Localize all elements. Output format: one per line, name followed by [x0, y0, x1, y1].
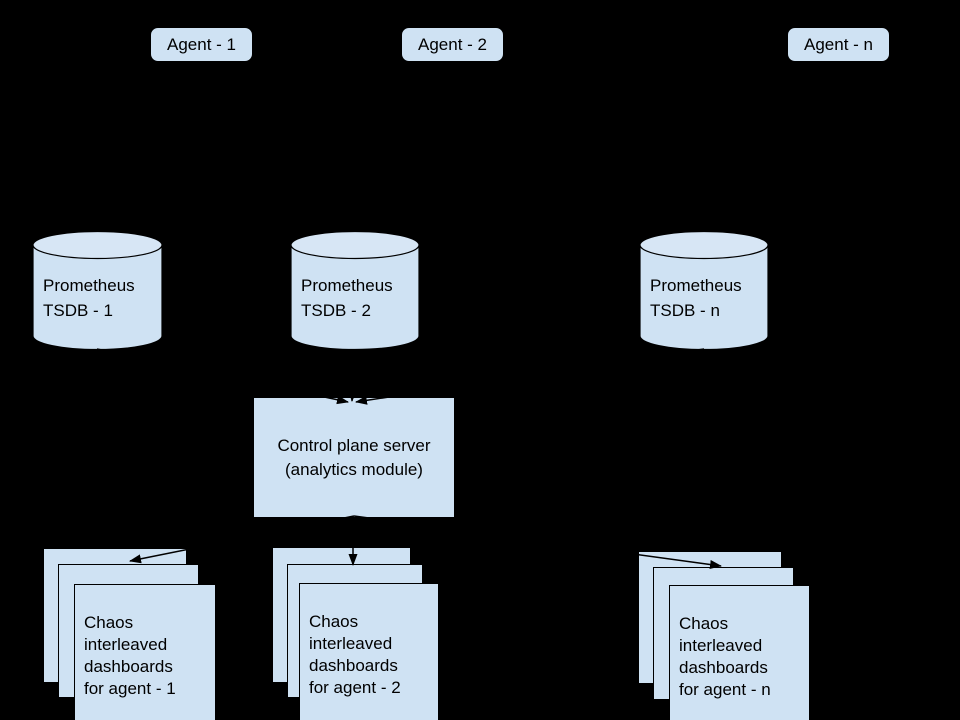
tsdb-2-label-line2: TSDB - 2	[301, 301, 371, 320]
agent-n-node: Agent - n	[787, 27, 890, 62]
dashboard-2-line3: dashboards	[309, 656, 398, 675]
dashboard-stack-n-label: Chaos interleaved dashboards for agent -…	[670, 586, 809, 701]
control-plane-node: Control plane server (analytics module)	[254, 398, 454, 517]
tsdb-1-label-line2: TSDB - 1	[43, 301, 113, 320]
tsdb-2-label-line1: Prometheus	[301, 276, 393, 295]
dashboard-2-line4: for agent - 2	[309, 678, 401, 697]
agent-n-label: Agent - n	[804, 34, 873, 54]
tsdb-n-label: Prometheus TSDB - n	[650, 273, 770, 323]
agent-2-node: Agent - 2	[401, 27, 504, 62]
dashboard-1-line1: Chaos	[84, 613, 134, 632]
dashboard-n-line3: dashboards	[679, 658, 768, 677]
dashboard-1-line4: for agent - 1	[84, 679, 176, 698]
tsdb-1-label-line1: Prometheus	[43, 276, 135, 295]
control-plane-label-line2: (analytics module)	[285, 459, 423, 479]
tsdb-n-label-line1: Prometheus	[650, 276, 742, 295]
tsdb-2-cylinder	[290, 230, 420, 351]
dashboard-1-line2: interleaved	[84, 635, 168, 654]
tsdb-1-cylinder	[32, 230, 163, 351]
dashboard-stack-1-label: Chaos interleaved dashboards for agent -…	[75, 585, 215, 700]
tsdb-n-cylinder	[639, 230, 769, 351]
dashboard-1-line3: dashboards	[84, 657, 173, 676]
agent-1-label: Agent - 1	[167, 34, 236, 54]
dashboard-n-line1: Chaos	[679, 614, 729, 633]
dashboard-2-line1: Chaos	[309, 612, 359, 631]
control-plane-label-line1: Control plane server	[277, 435, 431, 455]
tsdb-1-label: Prometheus TSDB - 1	[43, 273, 163, 323]
tsdb-n-label-line2: TSDB - n	[650, 301, 720, 320]
agent-2-label: Agent - 2	[418, 34, 487, 54]
tsdb-2-label: Prometheus TSDB - 2	[301, 273, 421, 323]
dashboard-2-line2: interleaved	[309, 634, 393, 653]
dashboard-stack-n-card-front: Chaos interleaved dashboards for agent -…	[669, 585, 810, 720]
dashboard-stack-1-card-front: Chaos interleaved dashboards for agent -…	[74, 584, 216, 720]
dashboard-n-line4: for agent - n	[679, 680, 771, 699]
dashboard-stack-2-card-front: Chaos interleaved dashboards for agent -…	[299, 583, 439, 720]
dashboard-n-line2: interleaved	[679, 636, 763, 655]
agent-1-node: Agent - 1	[150, 27, 253, 62]
dashboard-stack-2-label: Chaos interleaved dashboards for agent -…	[300, 584, 438, 699]
